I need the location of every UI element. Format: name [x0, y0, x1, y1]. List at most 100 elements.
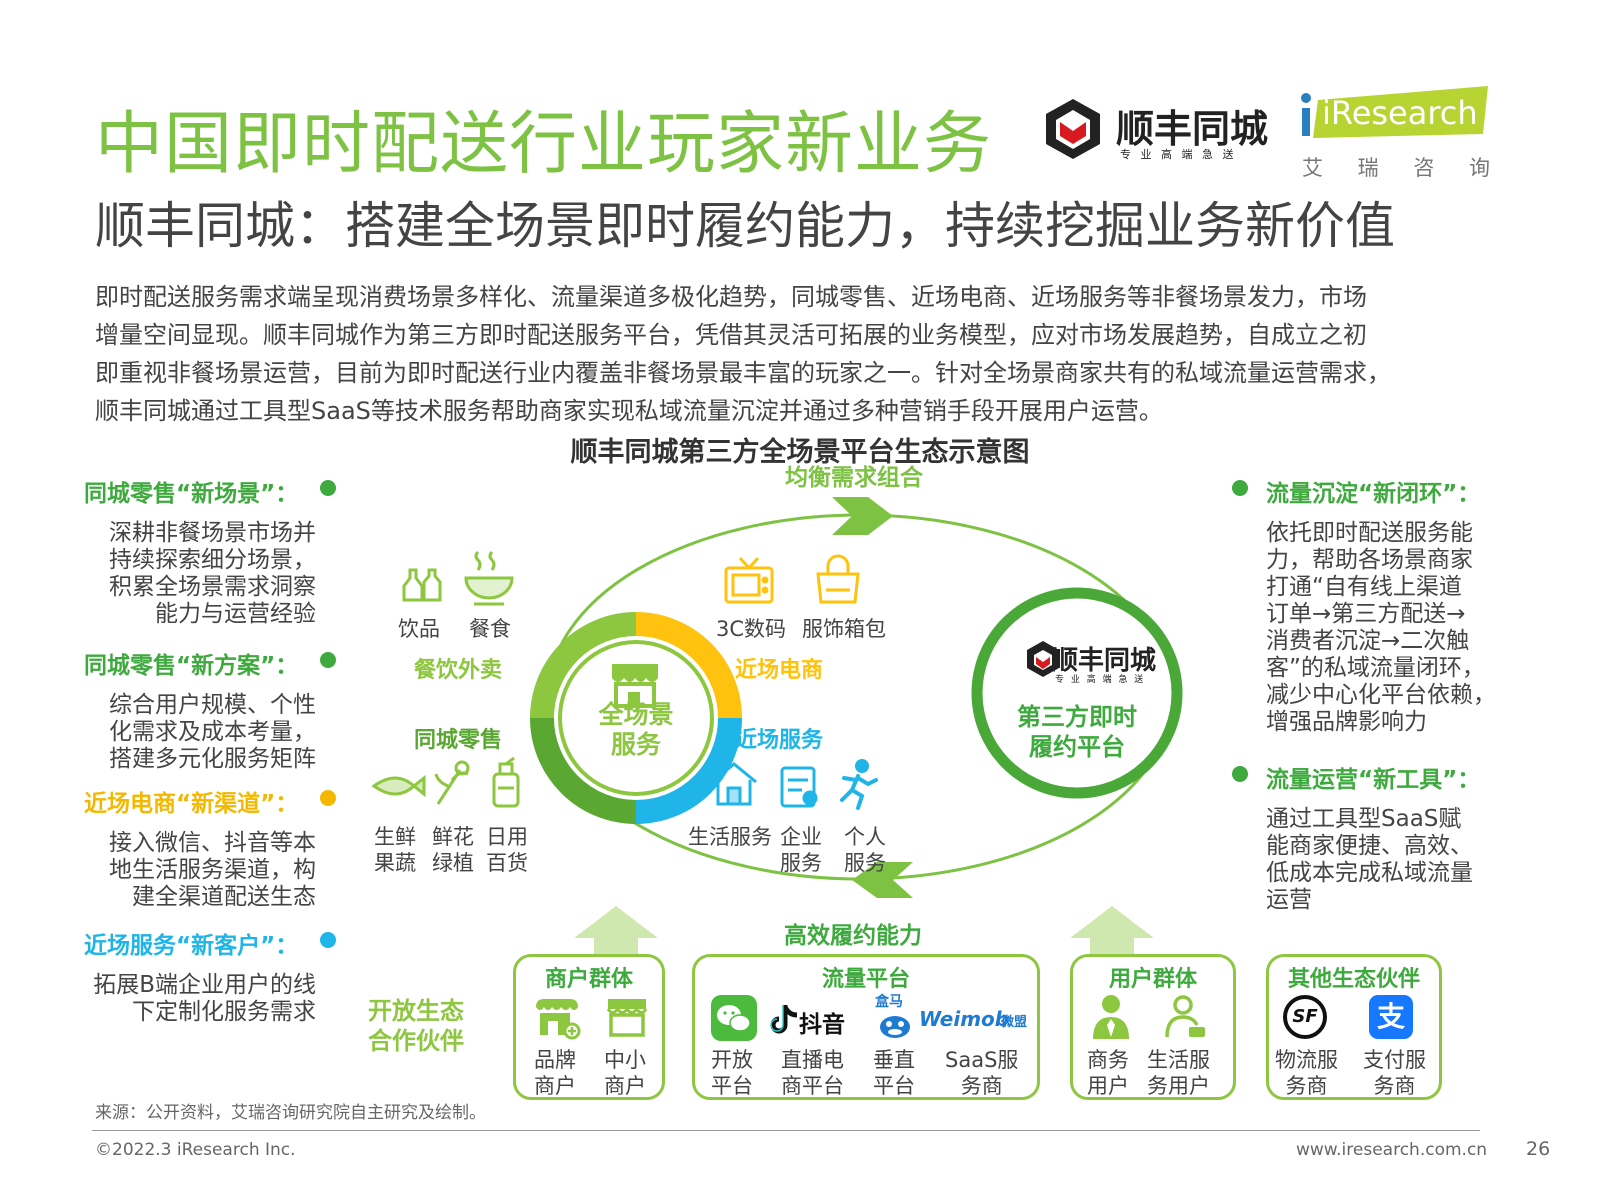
icon-label-drinks: 饮品 — [398, 617, 440, 641]
box-item-line: 开放 — [711, 1048, 753, 1072]
desc-line: 综合用户规模、个性 — [109, 692, 316, 718]
copyright: ©2022.3 iResearch Inc. — [95, 1140, 296, 1160]
box-item-line: 商户 — [604, 1074, 646, 1098]
desc-line: 地生活服务渠道，构 — [109, 857, 316, 883]
payment-provider-label: 支付服 务商 — [1363, 1047, 1426, 1099]
right-block-new-tool: 流量运营“新工具”： 通过工具型SaaS赋 能商家便捷、高效、 低成本完成私域流… — [1232, 760, 1532, 914]
bottom-arrow-label: 高效履约能力 — [784, 923, 922, 949]
life-user-icon — [1165, 995, 1205, 1038]
icon-label-flower: 鲜花 绿植 — [432, 824, 474, 876]
partners-label-line: 合作伙伴 — [368, 1027, 464, 1055]
intro-line: 顺丰同城通过工具型SaaS等技术服务帮助商家实现私域流量沉淀并通过多种营销手段开… — [95, 397, 1163, 425]
icon-label-line: 百货 — [486, 851, 528, 875]
desc-line: 化需求及成本考量， — [109, 719, 316, 745]
left-block-heading: 同城零售“新方案”： — [84, 653, 299, 679]
box-item-line: SaaS服 — [945, 1048, 1019, 1072]
desc-line: 增强品牌影响力 — [1266, 709, 1427, 735]
desc-line: 接入微信、抖音等本 — [109, 830, 316, 856]
icon-label-line: 服务 — [844, 851, 886, 875]
desc-line: 力，帮助各场景商家 — [1266, 547, 1473, 573]
partners-label-line: 开放生态 — [368, 997, 464, 1025]
icon-label-line: 果蔬 — [374, 851, 416, 875]
box-item-line: 生活服 — [1147, 1048, 1210, 1072]
icon-label-meals: 餐食 — [469, 617, 511, 641]
desc-line: 建全渠道配送生态 — [132, 884, 316, 910]
intro-line: 即时配送服务需求端呈现消费场景多样化、流量渠道多极化趋势，同城零售、近场电商、近… — [95, 283, 1367, 311]
box-item-line: 支付服 — [1363, 1048, 1426, 1072]
desc-line: 客”的私域流量闭环， — [1266, 655, 1485, 681]
box-item-line: 垂直 — [873, 1048, 915, 1072]
user-group-box: 用户群体 商务 用户 生活服 务用户 — [1070, 954, 1236, 1100]
sf-logo-slogan: 专 业 高 端 急 送 — [1120, 148, 1237, 161]
sf-express-mark: SF — [1292, 1006, 1318, 1027]
saas-provider-label: SaaS服 务商 — [945, 1047, 1018, 1099]
vertical-platform-label: 垂直 平台 — [873, 1047, 915, 1099]
weimob-text: Weimob — [919, 1007, 1010, 1031]
icon-label-line: 服务 — [780, 851, 822, 875]
blue-dot-icon — [320, 932, 336, 948]
hema-text: 盒马 — [875, 994, 903, 1010]
desc-line: 低成本完成私域流量 — [1266, 860, 1473, 886]
desc-line: 运营 — [1266, 887, 1312, 913]
box-item-line: 物流服 — [1275, 1048, 1338, 1072]
left-block-new-channel: 近场电商“新渠道”： 接入微信、抖音等本 地生活服务渠道，构 建全渠道配送生态 — [84, 784, 344, 911]
diagram-title: 顺丰同城第三方全场景平台生态示意图 — [570, 437, 1030, 468]
left-block-desc: 综合用户规模、个性 化需求及成本考量， 搭建多元化服务矩阵 — [106, 692, 316, 773]
merchant-up-arrow-icon — [574, 906, 658, 954]
icon-label-life: 生活服务 — [688, 825, 772, 849]
box-item-line: 务商 — [1285, 1074, 1328, 1098]
icon-label-line: 个人 — [844, 825, 886, 849]
wechat-icon — [711, 995, 757, 1041]
life-user-label: 生活服 务用户 — [1147, 1047, 1210, 1099]
intro-line: 即重视非餐场景运营，目前为即时配送行业内覆盖非餐场景最丰富的玩家之一。针对全场景… — [95, 359, 1391, 387]
running-person-icon — [840, 759, 878, 810]
right-block-desc: 通过工具型SaaS赋 能商家便捷、高效、 低成本完成私域流量 运营 — [1266, 806, 1532, 914]
left-block-desc: 拓展B端企业用户的线 下定制化服务需求 — [90, 972, 316, 1026]
logistics-provider-label: 物流服 务商 — [1275, 1047, 1338, 1099]
green-dot-icon — [1232, 766, 1248, 782]
platform-sf-logo-icon — [1027, 641, 1059, 677]
platform-logo-name: 顺丰同城 — [1052, 646, 1157, 676]
desc-line: 积累全场景需求洞察 — [109, 574, 316, 600]
icon-label-daily: 日用 百货 — [486, 824, 528, 876]
box-title: 流量平台 — [821, 967, 910, 992]
page-number: 26 — [1526, 1138, 1551, 1160]
box-title: 用户群体 — [1108, 967, 1197, 992]
box-item-line: 平台 — [873, 1074, 915, 1098]
shopping-bag-icon — [816, 554, 860, 604]
desc-line: 下定制化服务需求 — [132, 999, 316, 1025]
icon-label-line: 鲜花 — [432, 825, 474, 849]
box-item-line: 务用户 — [1147, 1074, 1210, 1098]
desc-line: 深耕非餐场景市场并 — [109, 520, 316, 546]
store-icon — [612, 664, 658, 708]
alipay-icon: 支 — [1369, 995, 1413, 1039]
ring-label-retail: 同城零售 — [414, 728, 503, 753]
left-block-heading: 近场电商“新渠道”： — [84, 791, 299, 817]
ring-arc-ecommerce — [635, 612, 742, 719]
icon-label-digital: 3C数码 — [716, 617, 787, 641]
right-block-heading: 流量运营“新工具”： — [1266, 767, 1481, 793]
sf-express-icon: SF — [1283, 995, 1327, 1039]
small-store-icon — [606, 999, 648, 1037]
small-merchant-label: 中小 商户 — [604, 1047, 646, 1099]
box-item-line: 商户 — [534, 1074, 576, 1098]
left-block-new-customer: 近场服务“新客户”： 拓展B端企业用户的线 下定制化服务需求 — [84, 926, 344, 1026]
left-block-new-scene: 同城零售“新场景”： 深耕非餐场景市场并 持续探索细分场景， 积累全场景需求洞察… — [84, 474, 344, 628]
box-item-line: 务商 — [1373, 1074, 1416, 1098]
icon-label-line: 企业 — [780, 825, 822, 849]
iresearch-logo-cn: 艾 瑞 咨 询 — [1302, 156, 1505, 180]
desc-line: 能力与运营经验 — [155, 601, 316, 627]
ring-arc-service — [635, 717, 742, 824]
brand-merchant-label: 品牌 商户 — [534, 1047, 576, 1099]
box-item-line: 直播电 — [781, 1048, 844, 1072]
center-label: 全场景 服务 — [576, 700, 696, 760]
footer-divider — [92, 1130, 1480, 1131]
icon-label-line: 生鲜 — [374, 825, 416, 849]
iresearch-logo-text: iResearch — [1322, 94, 1478, 132]
sf-logo: 顺丰同城 专 业 高 端 急 送 — [1040, 96, 1280, 166]
right-block-heading: 流量沉淀“新闭环”： — [1266, 481, 1481, 507]
brand-store-icon — [536, 999, 581, 1040]
platform-label-line: 履约平台 — [1029, 733, 1125, 761]
left-block-heading: 同城零售“新场景”： — [84, 481, 299, 507]
